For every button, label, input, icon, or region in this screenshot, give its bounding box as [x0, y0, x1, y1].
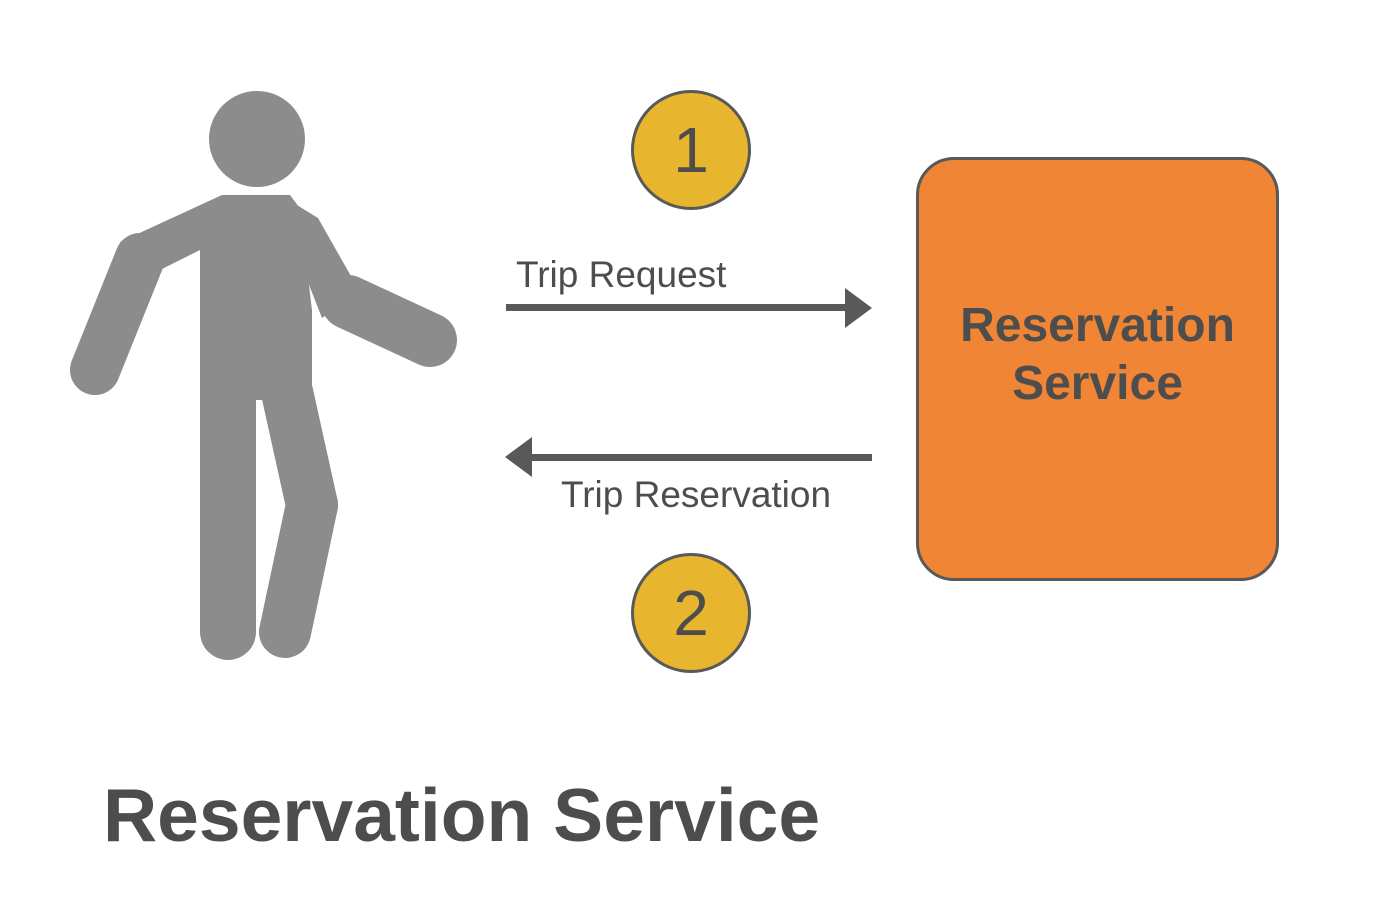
arrow-right-icon: [506, 288, 872, 328]
arrow-left-icon: [505, 437, 872, 477]
reservation-service-box: Reservation Service: [916, 157, 1279, 581]
trip-request-label: Trip Request: [516, 254, 727, 295]
service-box-label-line1: Reservation: [960, 299, 1235, 352]
trip-reservation-label: Trip Reservation: [561, 474, 832, 515]
person-walking-icon: [70, 91, 457, 660]
service-box-label-line2: Service: [1012, 357, 1183, 410]
step-2-badge: 2: [631, 553, 751, 673]
service-box-label: Reservation Service: [960, 297, 1235, 413]
step-1-badge: 1: [631, 90, 751, 210]
diagram-title: Reservation Service: [103, 773, 821, 857]
